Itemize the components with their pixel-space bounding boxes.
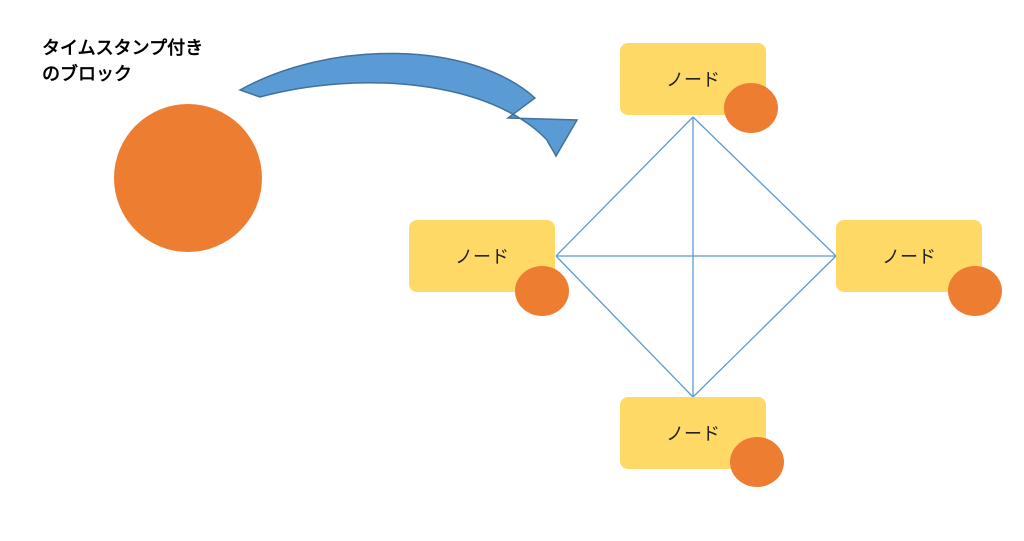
node-block-icon (515, 266, 569, 316)
edge-right-bottom (692, 255, 837, 398)
timestamped-block (114, 104, 262, 252)
node-left: ノード (409, 220, 569, 316)
node-right: ノード (836, 220, 1002, 316)
block-caption-line-2: のブロック (42, 64, 132, 85)
node-block-icon (948, 266, 1002, 316)
node-label: ノード (455, 247, 509, 268)
node-block-icon (730, 437, 784, 487)
node-label: ノード (666, 424, 720, 445)
node-block-icon (724, 83, 778, 133)
node-bottom: ノード (620, 397, 784, 487)
block-caption: タイムスタンプ付き のブロック (42, 36, 242, 88)
edge-top-left (555, 116, 694, 257)
edge-left-bottom (555, 255, 694, 398)
block-caption-line-1: タイムスタンプ付き (42, 38, 204, 59)
curved-arrow-icon (238, 52, 579, 158)
node-top: ノード (620, 43, 778, 133)
node-label: ノード (882, 247, 936, 268)
edge-top-right (692, 116, 837, 257)
node-label: ノード (666, 70, 720, 91)
